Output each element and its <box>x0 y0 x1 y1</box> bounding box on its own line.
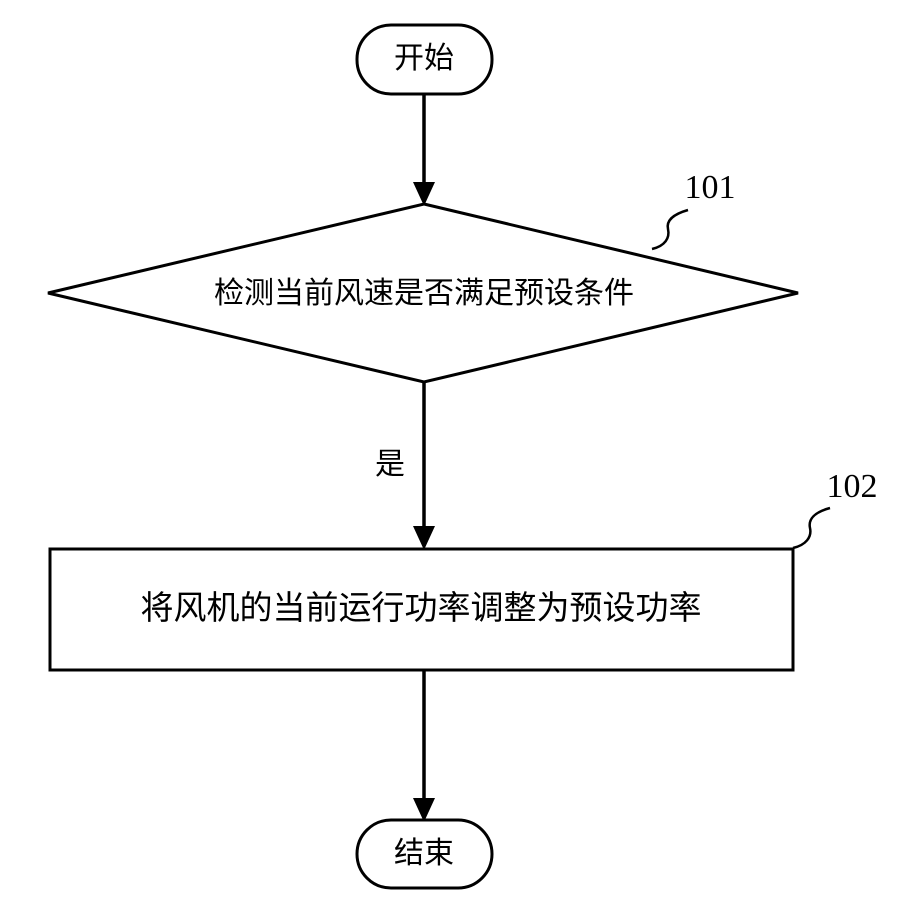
reference-102-label: 102 <box>827 468 878 505</box>
connector-start-to-check <box>413 94 435 206</box>
reference-102: 102 <box>793 468 878 548</box>
process-label: 将风机的当前运行功率调整为预设功率 <box>141 588 702 627</box>
reference-101-leader <box>652 210 688 249</box>
yes-branch-label: 是 <box>375 447 405 482</box>
connector-check-to-adjust <box>413 382 435 550</box>
start-label: 开始 <box>394 41 454 76</box>
process-node-adjust-power: 将风机的当前运行功率调整为预设功率 <box>50 549 793 670</box>
reference-101-label: 101 <box>685 169 736 206</box>
end-node: 结束 <box>357 820 492 888</box>
connector-adjust-to-end <box>413 670 435 822</box>
decision-node-check-wind-speed: 检测当前风速是否满足预设条件 <box>48 204 798 382</box>
reference-102-leader <box>793 508 830 548</box>
end-label: 结束 <box>394 836 454 871</box>
decision-label: 检测当前风速是否满足预设条件 <box>214 276 634 311</box>
reference-101: 101 <box>652 169 736 249</box>
start-node: 开始 <box>357 25 492 94</box>
